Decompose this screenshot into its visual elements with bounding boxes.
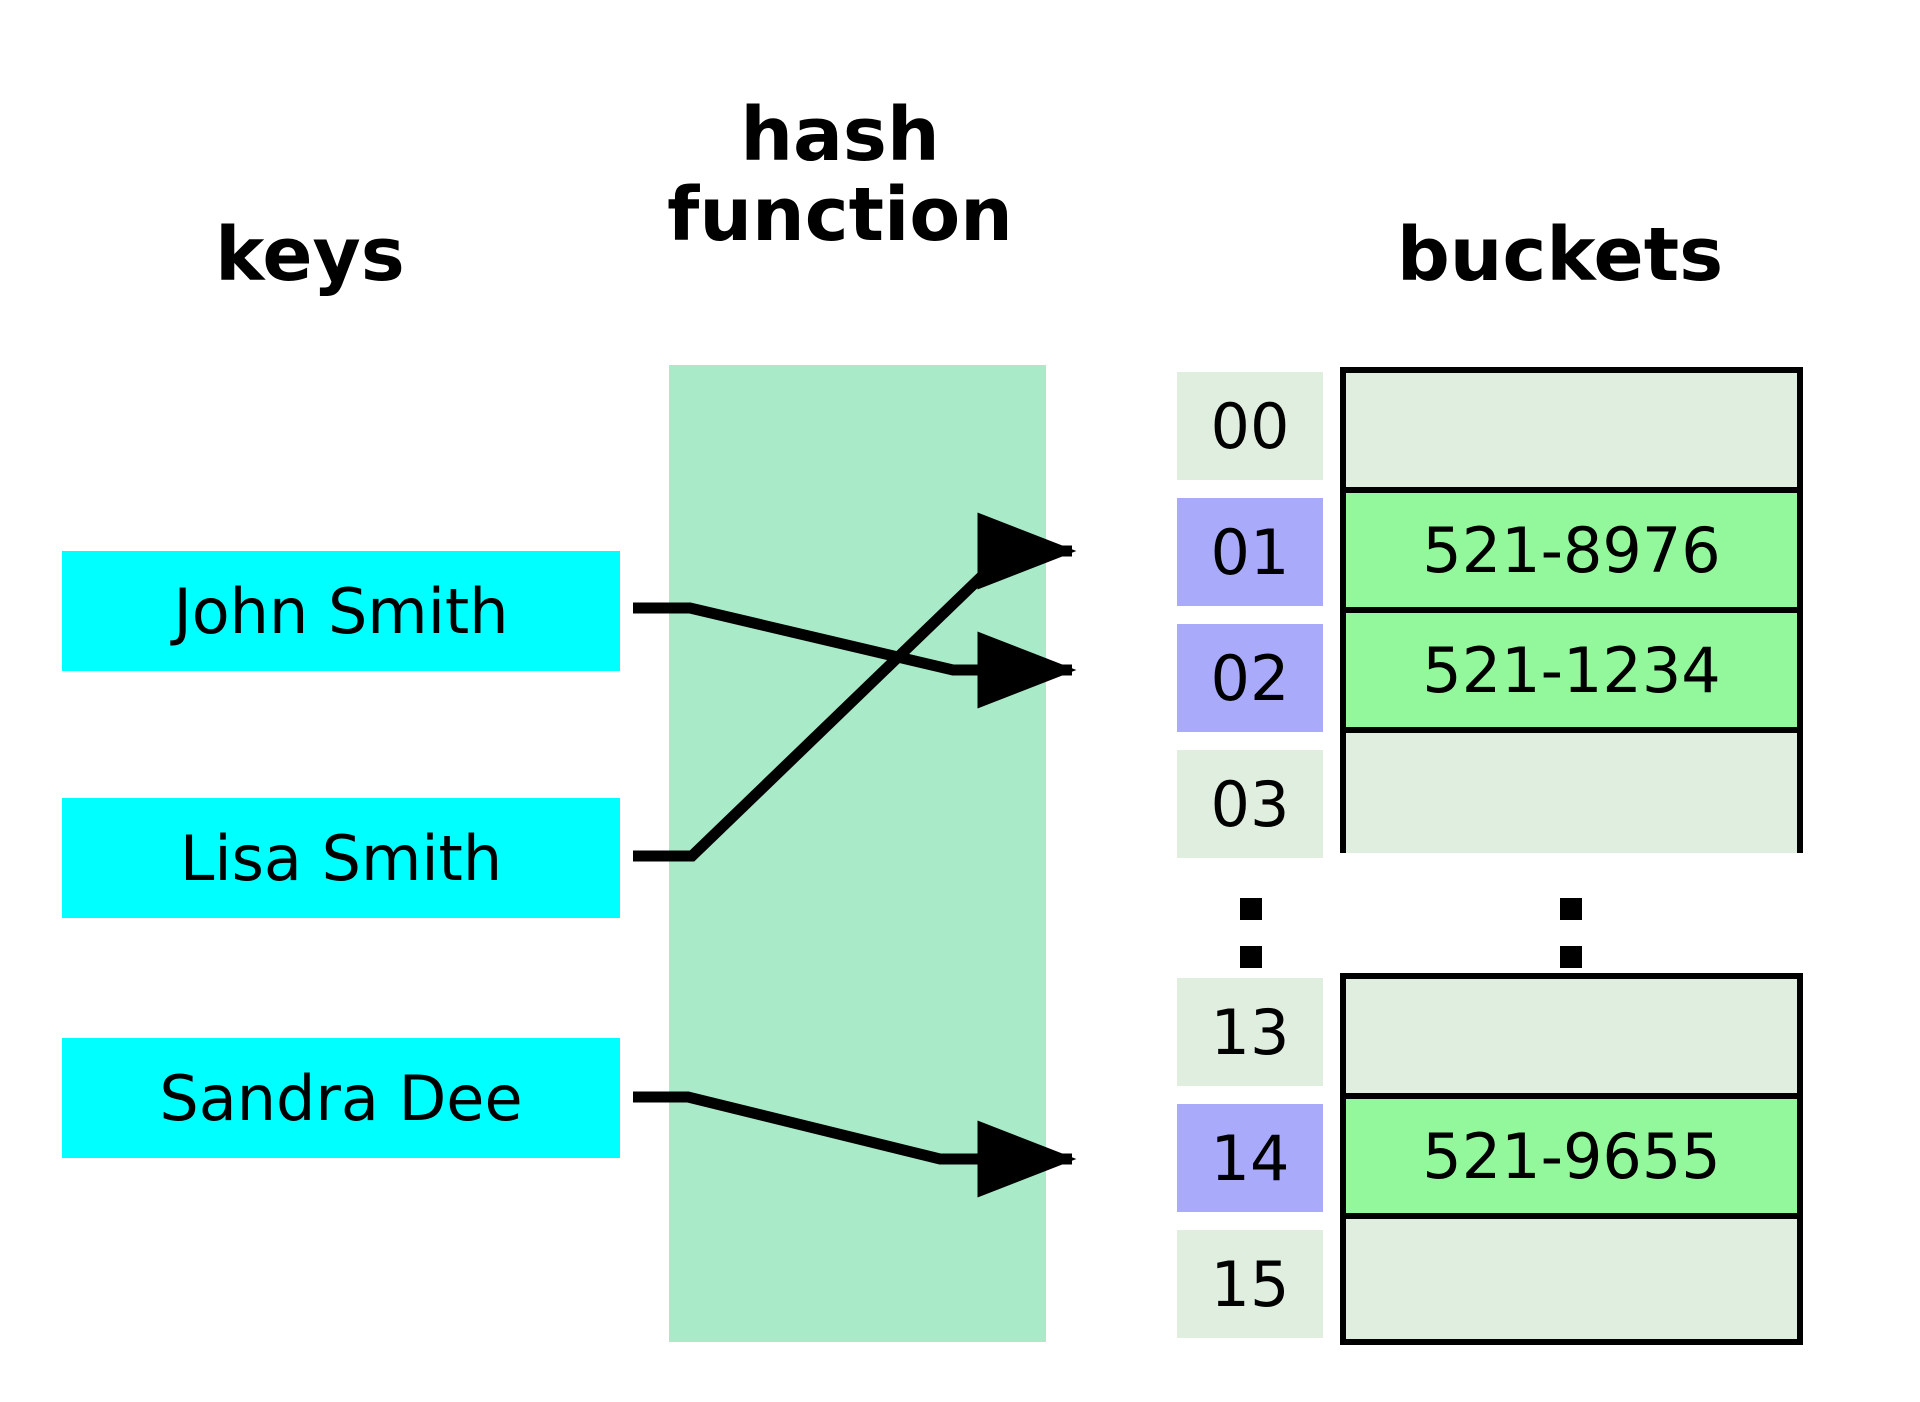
ellipsis-dot [1560,946,1582,968]
index-cell-13[interactable]: 13 [1177,978,1323,1086]
heading-buckets: buckets [1396,212,1724,298]
hash-function-band [669,365,1046,1342]
index-cell-00[interactable]: 00 [1177,372,1323,480]
heading-keys: keys [215,212,405,298]
vertical-ellipsis-icon-buckets [1560,898,1582,988]
bucket-table-top: 521-8976 521-1234 [1340,367,1803,853]
key-box-lisa-smith[interactable]: Lisa Smith [62,798,620,918]
heading-hash-function: hash function [667,92,1013,258]
index-cell-01[interactable]: 01 [1177,498,1323,606]
key-box-sandra-dee[interactable]: Sandra Dee [62,1038,620,1158]
bucket-row[interactable]: 521-8976 [1346,493,1797,613]
bucket-row[interactable] [1346,373,1797,493]
index-cell-03[interactable]: 03 [1177,750,1323,858]
bucket-row[interactable] [1346,733,1797,853]
index-cell-02[interactable]: 02 [1177,624,1323,732]
index-cell-14[interactable]: 14 [1177,1104,1323,1212]
index-cell-15[interactable]: 15 [1177,1230,1323,1338]
vertical-ellipsis-icon-index [1240,898,1262,988]
ellipsis-dot [1240,946,1262,968]
bucket-row[interactable] [1346,979,1797,1099]
bucket-row[interactable] [1346,1219,1797,1339]
key-box-john-smith[interactable]: John Smith [62,551,620,671]
ellipsis-dot [1560,898,1582,920]
bucket-table-bottom: 521-9655 [1340,973,1803,1345]
bucket-row[interactable]: 521-9655 [1346,1099,1797,1219]
bucket-row[interactable]: 521-1234 [1346,613,1797,733]
ellipsis-dot [1240,898,1262,920]
